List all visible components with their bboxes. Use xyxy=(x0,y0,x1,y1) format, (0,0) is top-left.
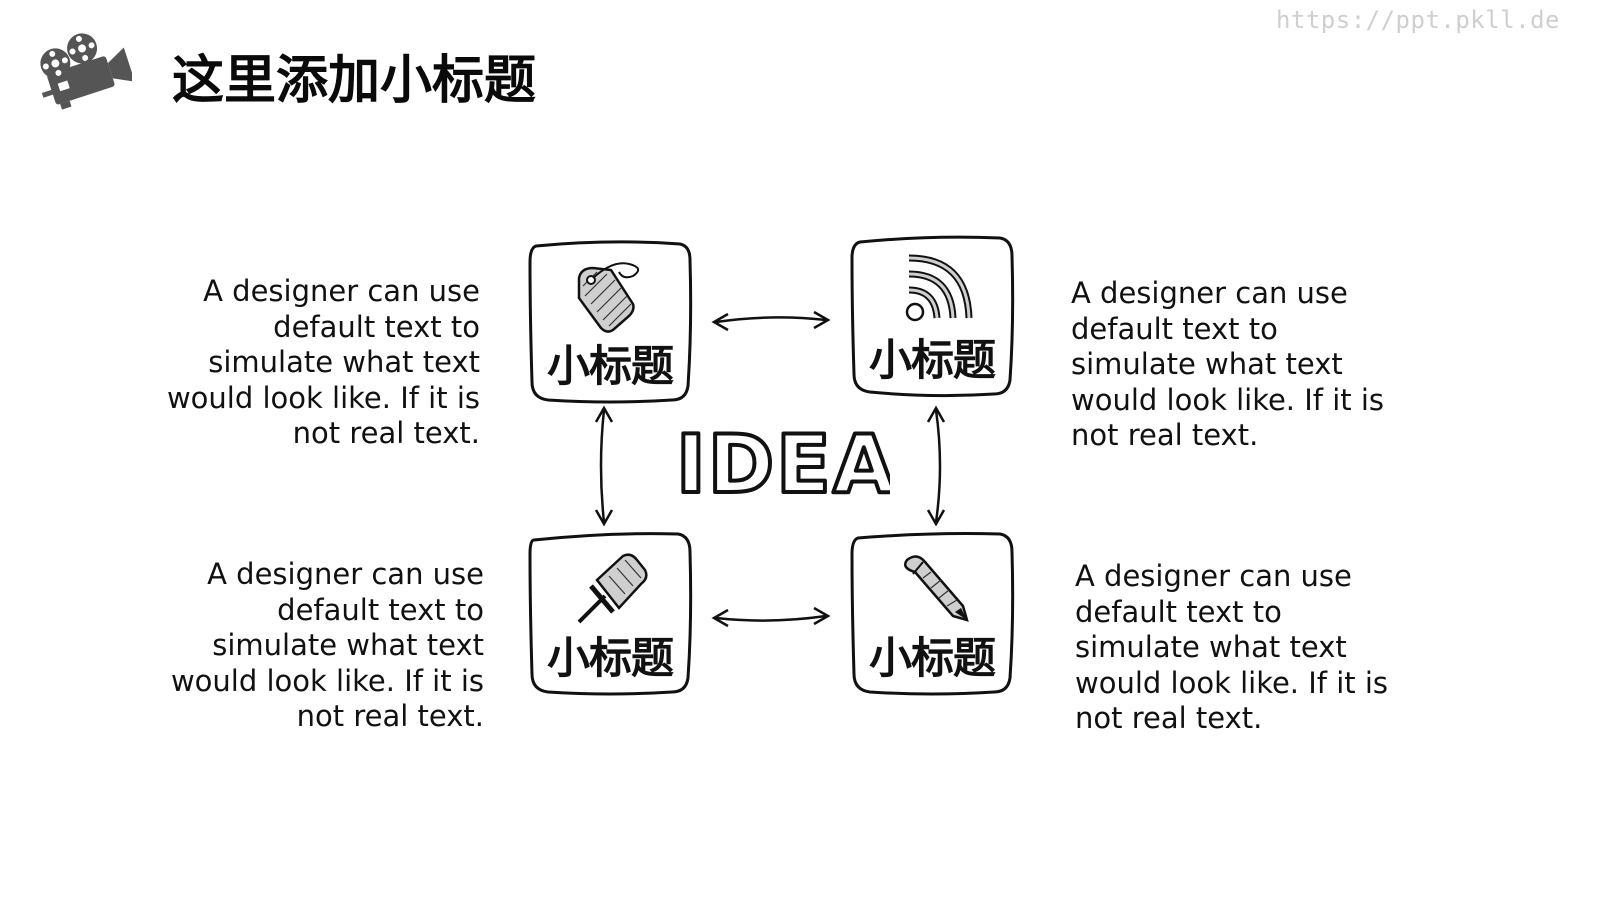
description-top-right: A designer can use default text to simul… xyxy=(1071,276,1385,452)
film-camera-icon xyxy=(28,22,135,114)
rss-icon xyxy=(889,252,975,330)
box-pushpin: 小标题 xyxy=(524,528,696,698)
box-label-tag: 小标题 xyxy=(547,342,674,392)
box-tag: 小标题 xyxy=(524,236,696,406)
arrow-bottom xyxy=(711,606,831,628)
page-title: 这里添加小标题 xyxy=(172,51,537,111)
center-idea: IDEA xyxy=(668,404,897,513)
watermark: https://ppt.pkll.de xyxy=(1275,6,1560,34)
box-label-pushpin: 小标题 xyxy=(547,634,674,684)
box-pencil: 小标题 xyxy=(846,528,1018,698)
box-label-pencil: 小标题 xyxy=(869,634,996,684)
pushpin-icon xyxy=(567,550,653,628)
tag-icon xyxy=(567,258,653,336)
box-label-rss: 小标题 xyxy=(869,336,996,386)
arrow-top xyxy=(711,310,831,332)
pencil-icon xyxy=(889,550,975,628)
arrow-left xyxy=(594,405,614,527)
description-top-left: A designer can use default text to simul… xyxy=(166,274,480,450)
description-bottom-left: A designer can use default text to simul… xyxy=(170,557,484,733)
arrow-right xyxy=(926,405,946,527)
box-rss: 小标题 xyxy=(846,230,1018,400)
idea-label: IDEA xyxy=(676,418,890,508)
description-bottom-right: A designer can use default text to simul… xyxy=(1075,559,1389,735)
